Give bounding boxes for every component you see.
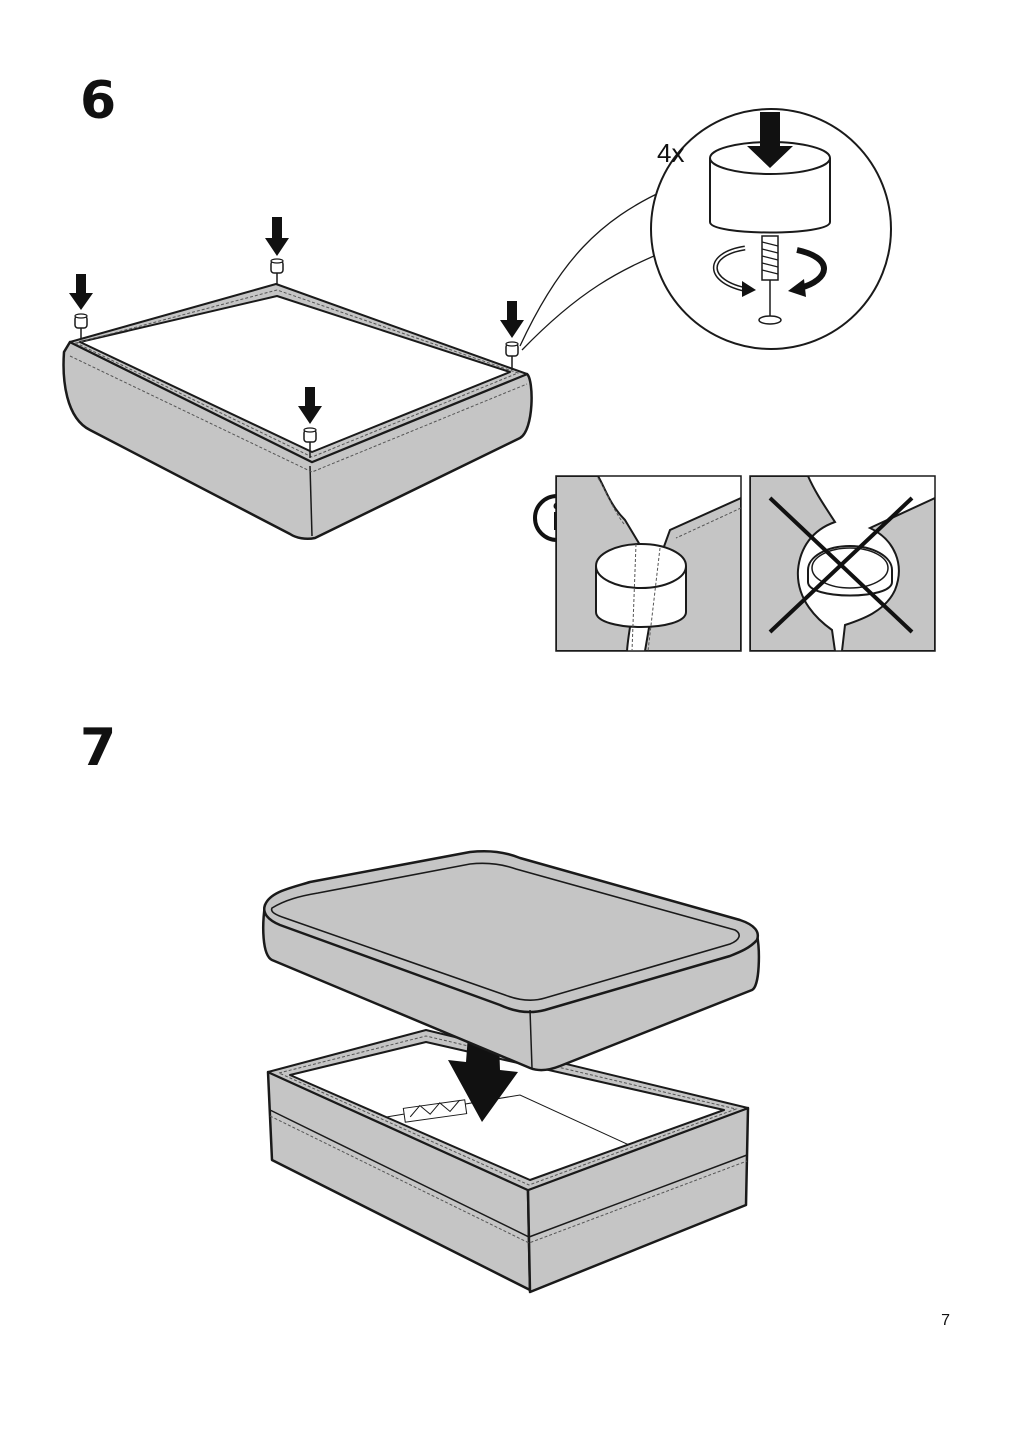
foot-right <box>505 341 519 370</box>
foot-back-middle <box>270 258 284 284</box>
foot-back-left <box>74 313 88 338</box>
foot-detail-callout: 4x <box>650 108 892 350</box>
quantity-label: 4x <box>657 138 684 168</box>
down-arrow-icon <box>500 301 524 338</box>
correct-placement-panel <box>555 475 742 652</box>
down-arrow-icon <box>298 387 322 424</box>
step-7-seat-cushion <box>262 850 761 1072</box>
page-number: 7 <box>941 1312 950 1329</box>
incorrect-placement-panel <box>749 475 936 652</box>
foot-front <box>303 427 317 458</box>
step-6-number: 6 <box>80 71 117 131</box>
step-6-base-illustration <box>62 283 533 541</box>
wrong-cross-icon <box>768 496 914 634</box>
step-7-number: 7 <box>80 718 117 778</box>
down-arrow-icon <box>448 1008 518 1122</box>
down-arrow-icon <box>747 112 793 168</box>
down-arrow-icon <box>265 217 289 256</box>
down-arrow-icon <box>69 274 93 310</box>
step-7-base-box <box>266 1029 750 1294</box>
